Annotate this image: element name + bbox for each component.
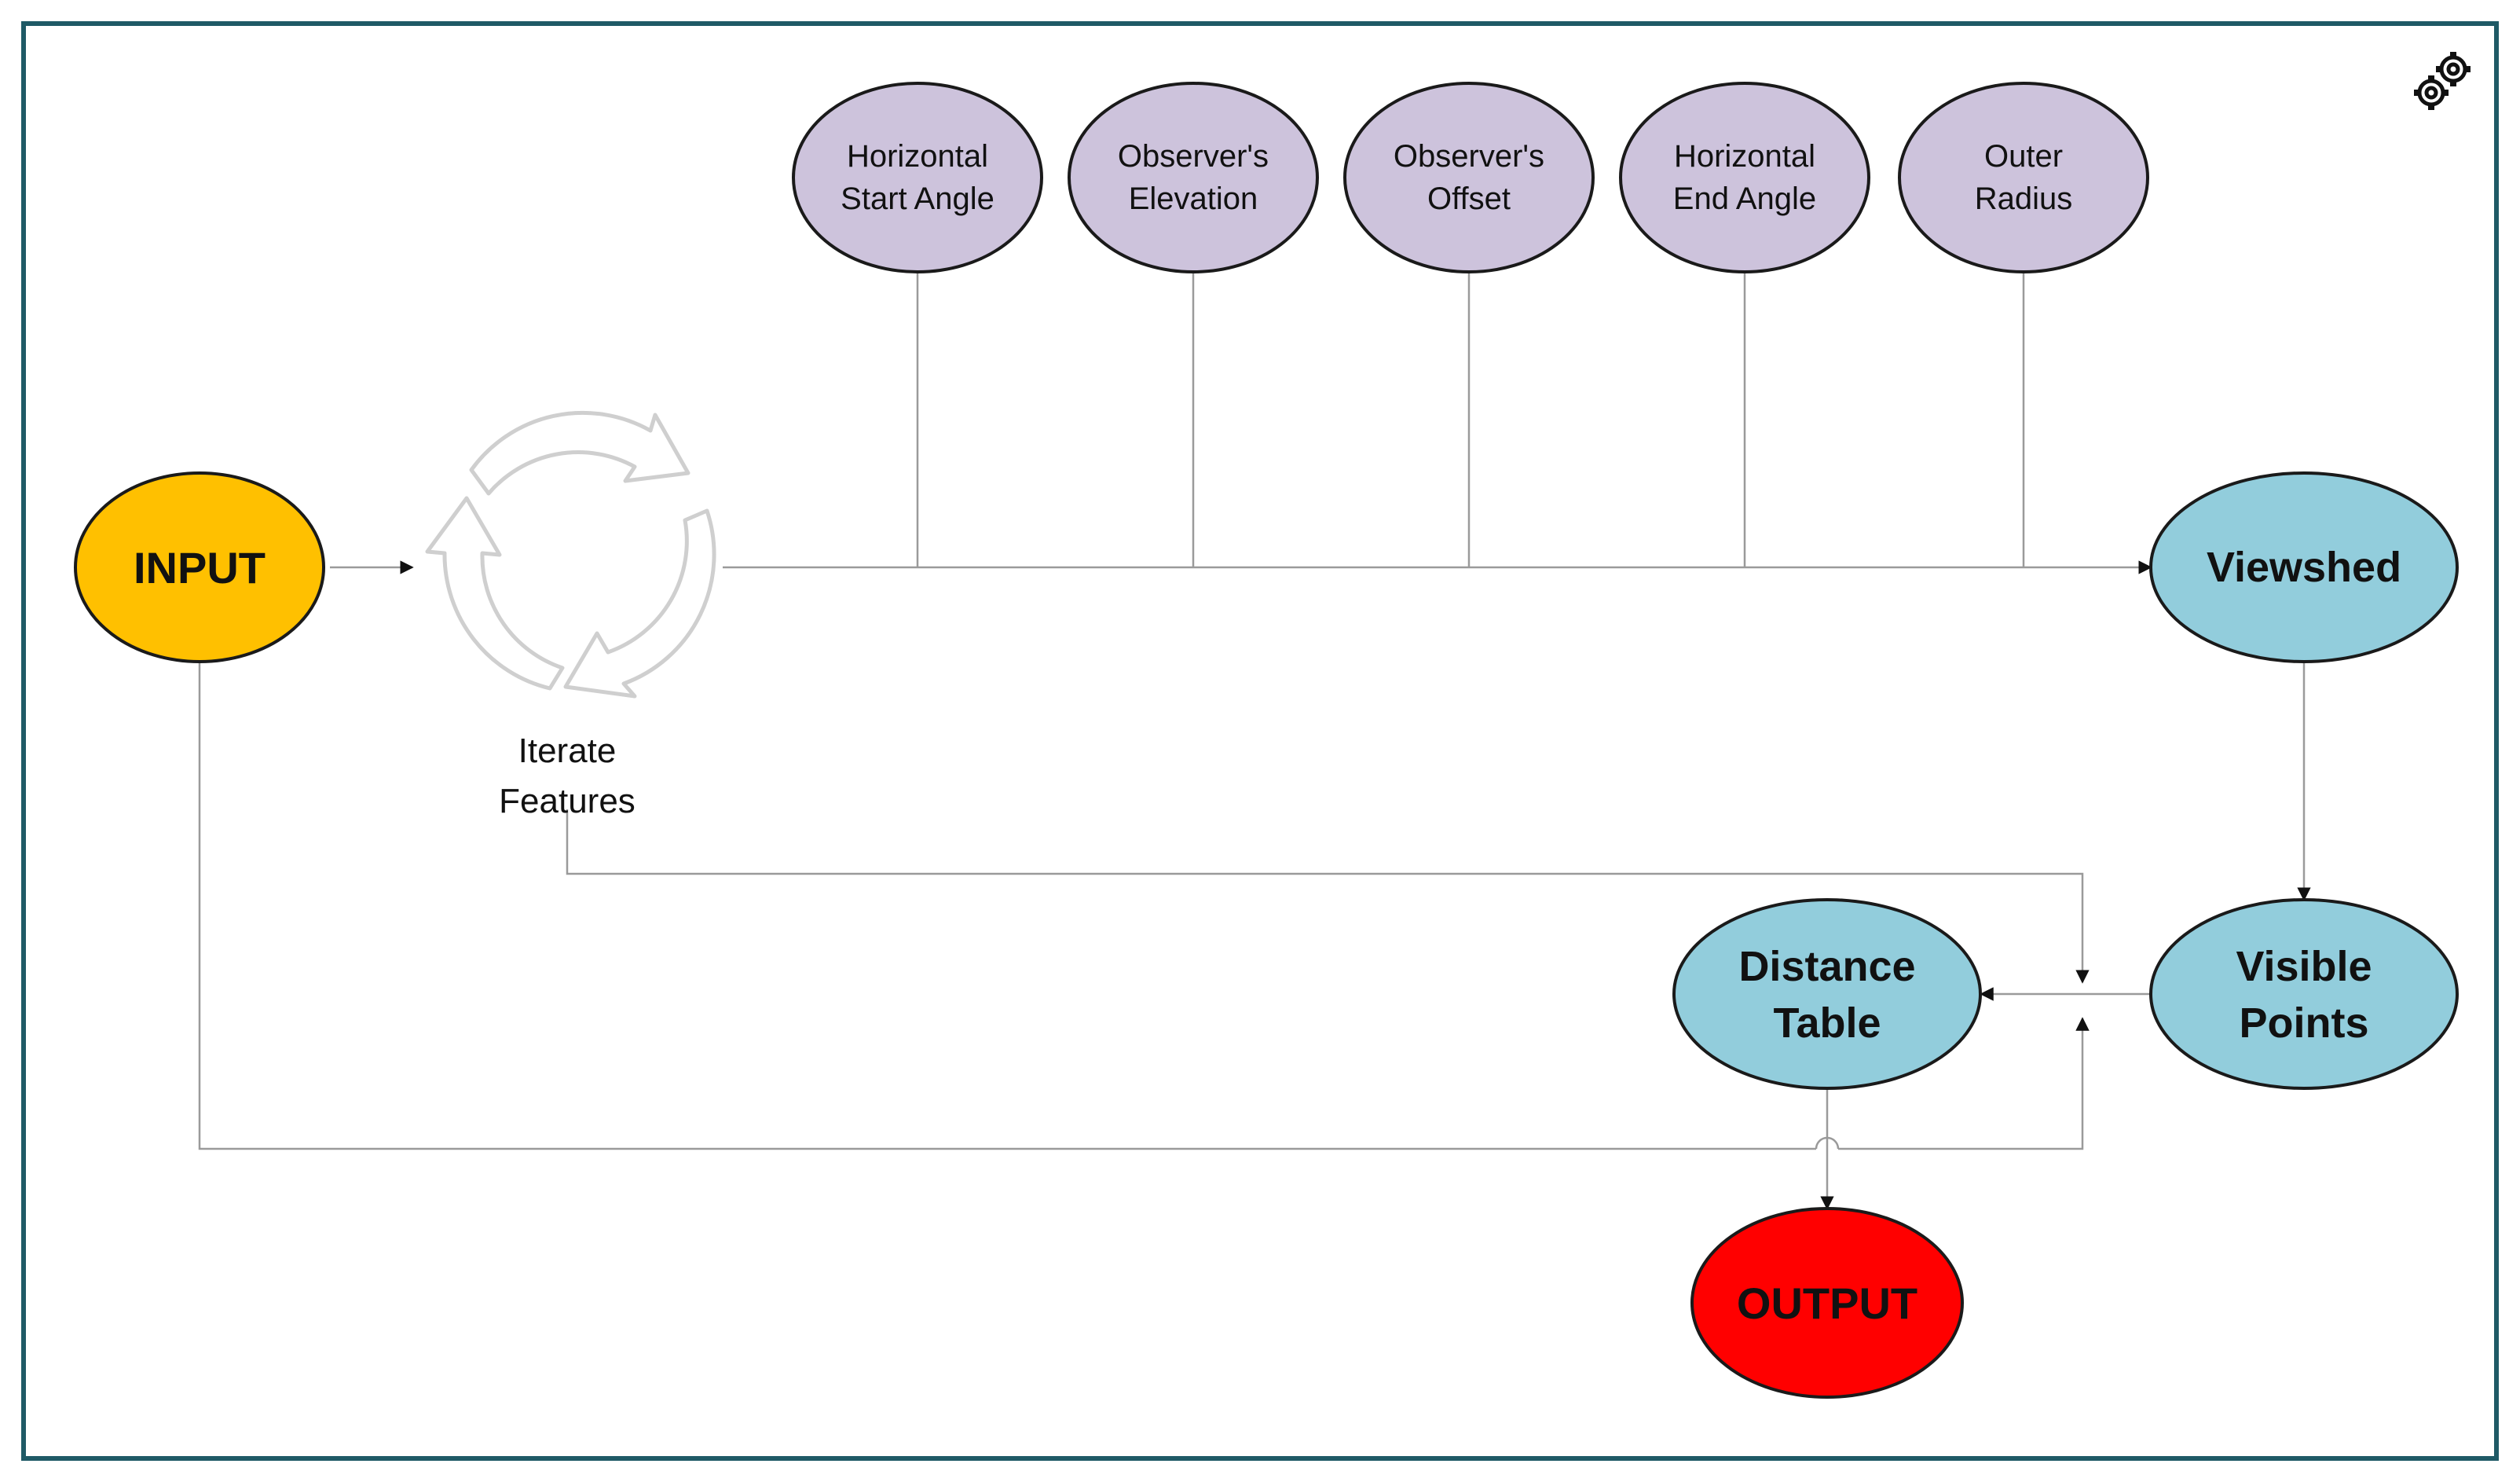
input-label: INPUT (134, 543, 266, 592)
distance-table-node[interactable]: Distance Table (1672, 898, 1982, 1090)
iterator-node[interactable]: Iterate Features (425, 410, 716, 820)
param-label-line1: Horizontal (1674, 139, 1815, 174)
param-label-line2: End Angle (1673, 182, 1816, 216)
param-label-line1: Observer's (1118, 139, 1269, 174)
param-label-line1: Horizontal (847, 139, 988, 174)
param-observers-offset[interactable]: Observer's Offset (1343, 82, 1595, 273)
param-label-line1: Outer (1984, 139, 2063, 174)
visible-points-label-line2: Points (2239, 1000, 2368, 1047)
param-horizontal-start-angle[interactable]: Horizontal Start Angle (792, 82, 1043, 273)
param-label-line1: Observer's (1394, 139, 1544, 174)
iterator-label-line2: Features (499, 782, 635, 820)
viewshed-node[interactable]: Viewshed (2149, 471, 2459, 663)
param-label-line2: Start Angle (841, 182, 994, 216)
param-observers-elevation[interactable]: Observer's Elevation (1068, 82, 1319, 273)
param-horizontal-end-angle[interactable]: Horizontal End Angle (1619, 82, 1870, 273)
gears-icon[interactable] (2414, 52, 2471, 110)
edge-iterator-to-join (566, 809, 2090, 984)
param-label-line2: Offset (1427, 182, 1511, 216)
iterator-label-line1: Iterate (518, 732, 617, 770)
param-label-line2: Radius (1975, 182, 2073, 216)
cycle-arrows-icon (425, 410, 716, 699)
viewshed-label: Viewshed (2207, 544, 2401, 591)
edge-input-to-join-part1 (198, 662, 1816, 1150)
output-node[interactable]: OUTPUT (1690, 1207, 1964, 1399)
visible-points-label-line1: Visible (2236, 943, 2372, 990)
visible-points-node[interactable]: Visible Points (2149, 898, 2459, 1090)
diagram-frame (21, 21, 2499, 1461)
param-outer-radius[interactable]: Outer Radius (1898, 82, 2149, 273)
parameter-nodes: Horizontal Start Angle Observer's Elevat… (792, 82, 2149, 273)
param-label-line2: Elevation (1129, 182, 1258, 216)
input-node[interactable]: INPUT (74, 471, 325, 663)
distance-table-label-line2: Table (1773, 1000, 1881, 1047)
connectors (198, 273, 2311, 1210)
output-label: OUTPUT (1737, 1278, 1917, 1328)
edge-input-to-join-part2 (1838, 1017, 2090, 1150)
distance-table-label-line1: Distance (1738, 943, 1915, 990)
input-ellipse (74, 471, 325, 663)
